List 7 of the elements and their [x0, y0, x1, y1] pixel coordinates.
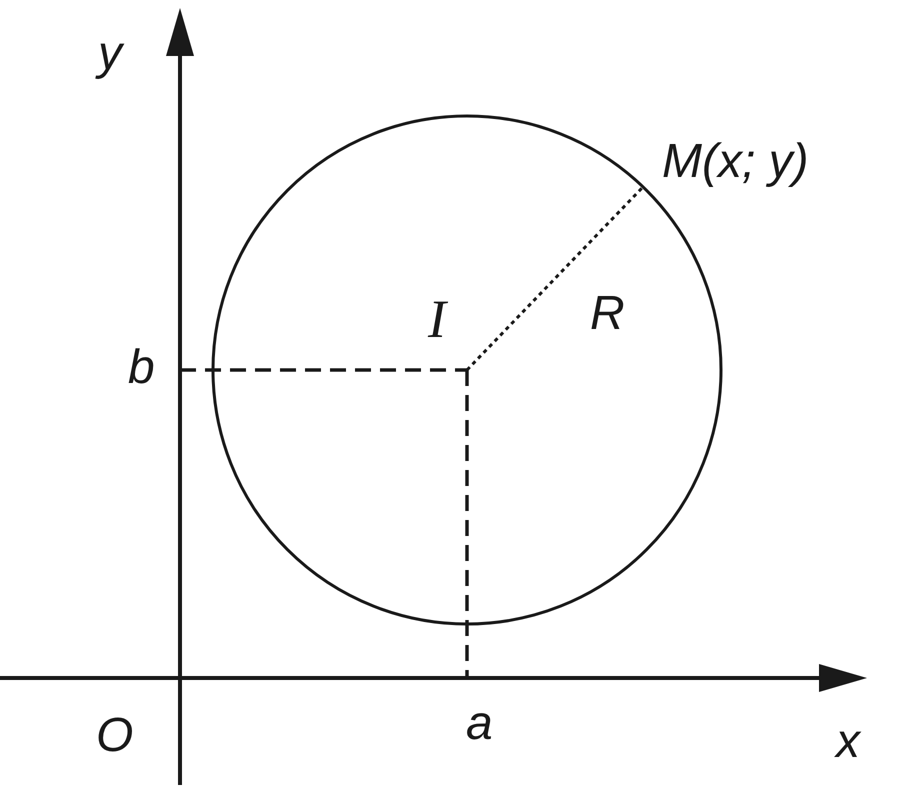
origin-label: O — [96, 712, 134, 760]
point-label: M(x; y) — [662, 138, 809, 186]
axis-tick-label: b — [128, 344, 155, 392]
center-label: I — [428, 292, 446, 346]
radius-label: R — [590, 290, 625, 338]
axis-label: x — [836, 718, 860, 766]
axis-tick-label: a — [466, 700, 493, 748]
